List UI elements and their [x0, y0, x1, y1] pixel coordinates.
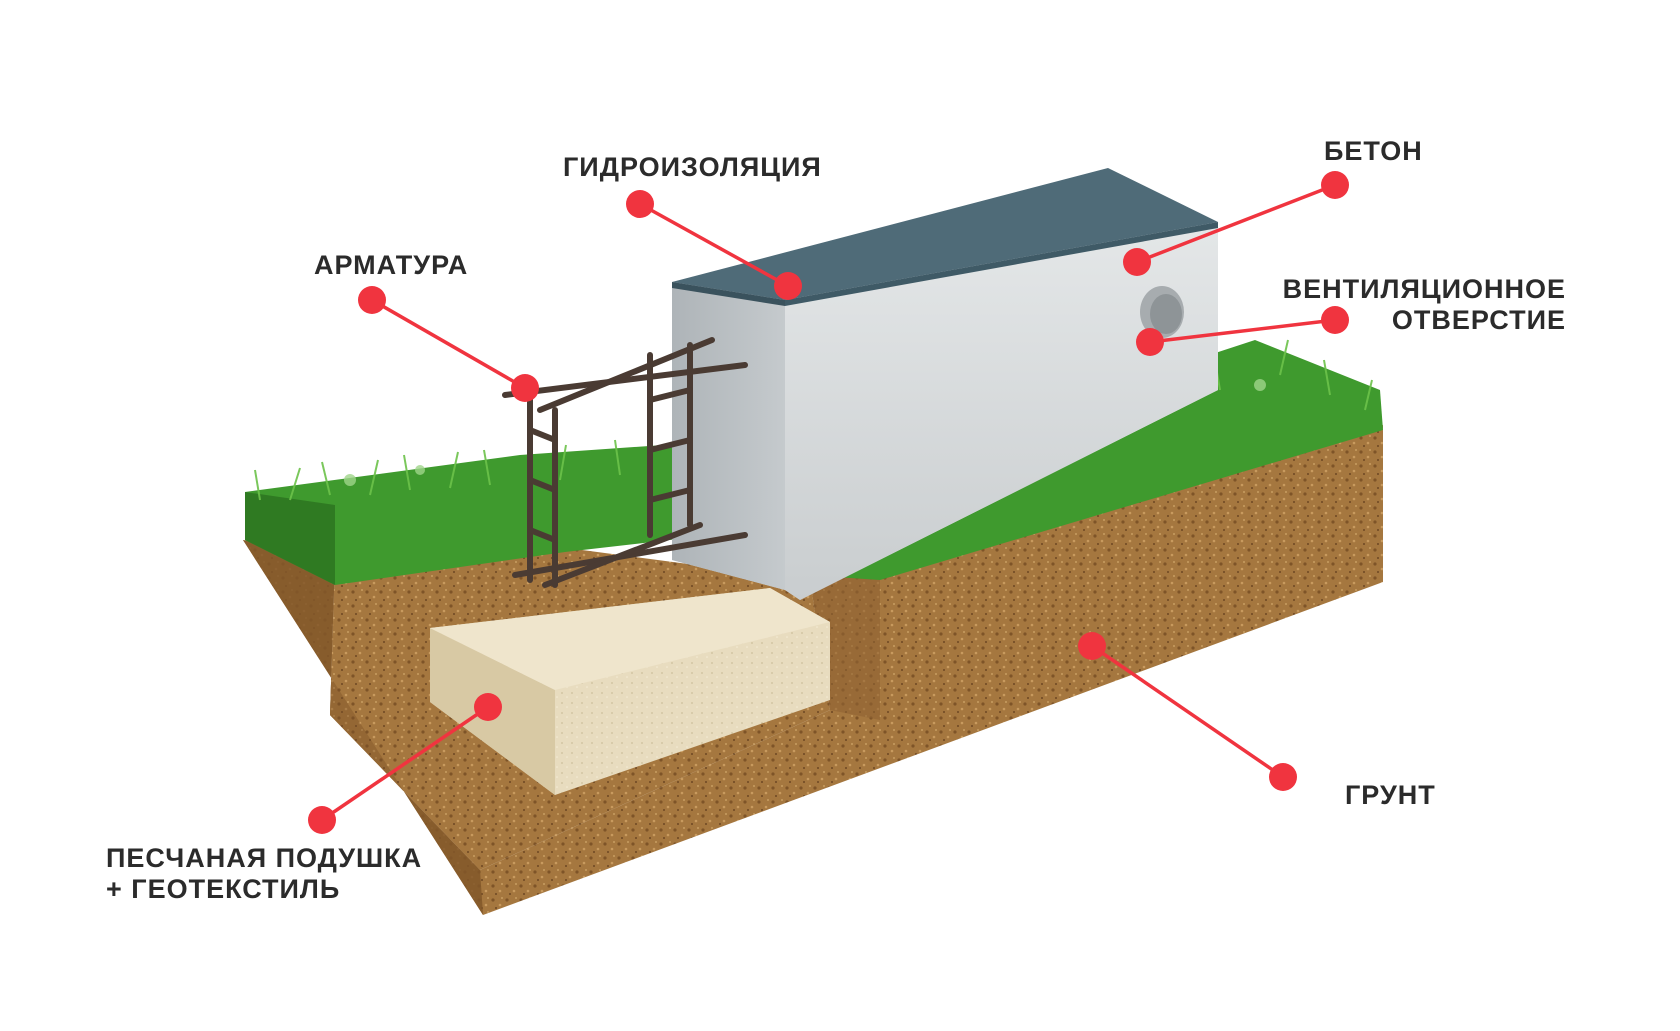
marker-dot	[626, 190, 654, 218]
label-rebar: АРМАТУРА	[314, 250, 469, 280]
marker-dot	[474, 693, 502, 721]
concrete-wall	[672, 222, 1218, 600]
callout-line-soil	[1091, 644, 1284, 779]
marker-dot	[1269, 763, 1297, 791]
marker-dot	[1078, 632, 1106, 660]
vent-hole	[1140, 286, 1184, 338]
label-sand-line1: ПЕСЧАНАЯ ПОДУШКА	[106, 843, 423, 873]
waterproofing-top	[672, 168, 1218, 306]
marker-dot	[358, 286, 386, 314]
rebar-cage	[502, 337, 748, 588]
callout-line-vent	[1149, 318, 1336, 344]
label-waterproofing: ГИДРОИЗОЛЯЦИЯ	[563, 152, 822, 182]
marker-dot	[1136, 328, 1164, 356]
label-soil: ГРУНТ	[1345, 780, 1436, 810]
callout-line-concrete	[1136, 183, 1336, 264]
markers	[308, 171, 1349, 834]
label-concrete: БЕТОН	[1324, 136, 1423, 166]
label-vent-line2: ОТВЕРСТИЕ	[1391, 305, 1566, 335]
label-vent-line1: ВЕНТИЛЯЦИОННОЕ	[1282, 274, 1566, 304]
marker-dot	[1321, 306, 1349, 334]
callout-line-sand	[321, 705, 489, 822]
callouts	[321, 183, 1336, 822]
label-vent: ВЕНТИЛЯЦИОННОЕ ОТВЕРСТИЕ	[1268, 274, 1566, 336]
label-sand: ПЕСЧАНАЯ ПОДУШКА + ГЕОТЕКСТИЛЬ	[106, 843, 422, 905]
callout-line-waterproofing	[639, 202, 789, 288]
callout-line-rebar	[371, 298, 526, 390]
marker-dot	[1321, 171, 1349, 199]
marker-dot	[1123, 248, 1151, 276]
marker-dot	[308, 806, 336, 834]
marker-dot	[774, 272, 802, 300]
label-sand-line2: + ГЕОТЕКСТИЛЬ	[106, 874, 341, 904]
marker-dot	[511, 374, 539, 402]
